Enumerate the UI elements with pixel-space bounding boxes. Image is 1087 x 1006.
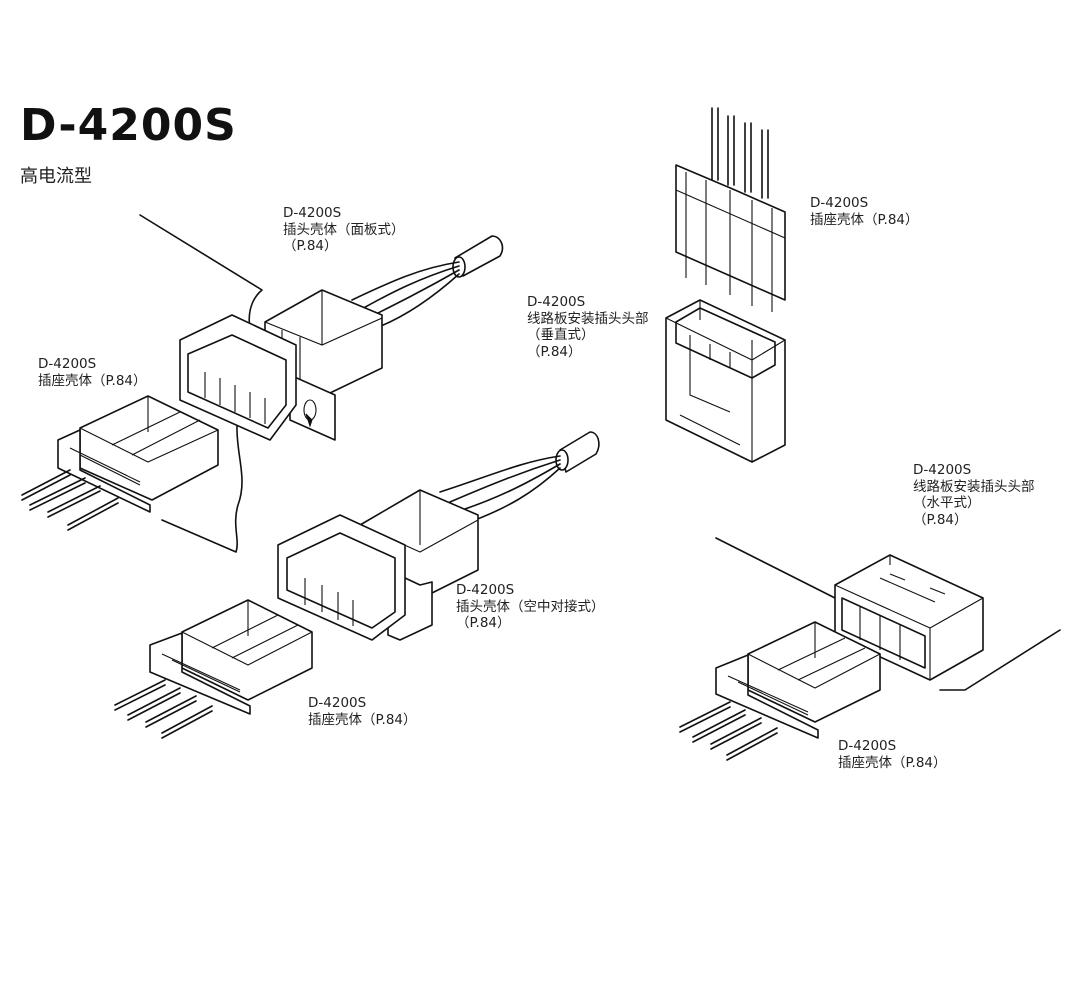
callout-model: D-4200S [456,582,515,598]
callout-plug-panel: D-4200S 插头壳体（面板式） （P.84） [283,205,405,255]
callout-page: （P.84） [527,343,582,360]
callout-desc: 插座壳体（P.84） [308,711,417,728]
callout-orientation: （水平式） [913,495,981,511]
callout-plug-free: D-4200S 插头壳体（空中对接式） （P.84） [456,582,605,632]
callout-pcb-header-horizontal: D-4200S 线路板安装插头头部 （水平式） （P.84） [913,462,1035,528]
callout-model: D-4200S [913,462,972,478]
callout-orientation: （垂直式） [527,327,595,343]
callout-model: D-4200S [527,294,586,310]
callout-desc: 插座壳体（P.84） [838,754,947,771]
page-title: D-4200S [20,100,237,151]
page-subtitle: 高电流型 [20,166,92,187]
receptacle-housing-icon [679,621,881,761]
callout-model: D-4200S [308,695,367,711]
callout-receptacle-top-right: D-4200S 插座壳体（P.84） [810,195,919,228]
receptacle-housing-icon [675,107,786,312]
callout-desc: 插座壳体（P.84） [810,211,919,228]
horizontal-pcb-header-icon [715,537,1061,691]
callout-model: D-4200S [38,356,97,372]
panel-mount-plug-icon [139,214,504,553]
callout-model: D-4200S [283,205,342,221]
receptacle-housing-icon [114,599,313,739]
vertical-pcb-header-icon [665,299,786,463]
callout-desc: 插头壳体（空中对接式） [456,598,605,615]
callout-page: （P.84） [456,615,511,631]
callout-desc: 插座壳体（P.84） [38,372,147,389]
callout-model: D-4200S [838,738,897,754]
free-hanging-plug-icon [277,431,600,641]
callout-receptacle-bottom: D-4200S 插座壳体（P.84） [308,695,417,728]
callout-desc: 线路板安装插头头部 [913,478,1035,495]
callout-page: （P.84） [913,511,968,528]
callout-page: （P.84） [283,238,338,254]
callout-receptacle-left: D-4200S 插座壳体（P.84） [38,356,147,389]
callout-desc: 插头壳体（面板式） [283,221,405,238]
callout-desc: 线路板安装插头头部 [527,310,649,327]
callout-model: D-4200S [810,195,869,211]
callout-pcb-header-vertical: D-4200S 线路板安装插头头部 （垂直式） （P.84） [527,294,649,360]
receptacle-housing-icon [21,395,219,531]
callout-receptacle-bottom-right: D-4200S 插座壳体（P.84） [838,738,947,771]
